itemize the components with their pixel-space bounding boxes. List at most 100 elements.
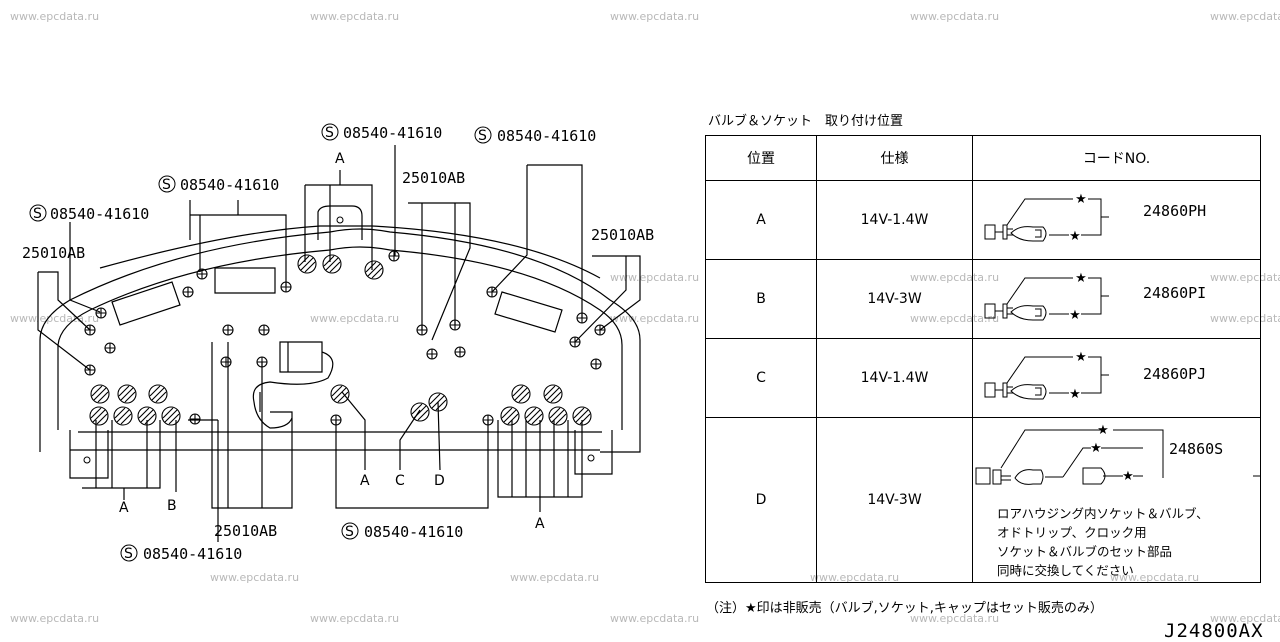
row-code: 24860PJ (1143, 365, 1207, 383)
footnote: （注）★印は非販売（バルブ,ソケット,キャップはセット販売のみ） (706, 601, 1103, 616)
cluster-inner-housing (57, 246, 623, 430)
callout-b: B (167, 498, 177, 514)
row-code-cell: ★ ★ ★ 24860S ロアハウジング内ソケット＆バルブ、 オドトリップ、クロ… (972, 417, 1261, 583)
bulb-socket-icon (117, 384, 137, 404)
row-position: B (705, 259, 817, 339)
screw-icon (220, 356, 232, 368)
screw-code-label: 08540-41610 (180, 176, 279, 194)
bulb-socket-icon (148, 384, 168, 404)
table-row: C 14V-1.4W ★★ 24860PJ (705, 338, 1261, 418)
screw-label-group: S 08540-41610 S 08540-41610 S 08540-4161… (29, 123, 596, 563)
bulb-socket-icon (500, 406, 520, 426)
star-marker: ★ (1069, 308, 1081, 323)
bulb-socket-icon (543, 384, 563, 404)
screw-icon (256, 356, 268, 368)
bulb-socket-icon (137, 406, 157, 426)
table-row: B 14V-3W ★★ 24860PI (705, 259, 1261, 339)
watermark-text: www.epcdata.ru (910, 10, 1000, 23)
screw-icon (449, 319, 461, 331)
watermark-text: www.epcdata.ru (10, 10, 100, 23)
bulb-code-label: 25010AB (591, 226, 654, 244)
screw-icon (426, 348, 438, 360)
watermark-text: www.epcdata.ru (1210, 612, 1280, 625)
screw-symbol: S (33, 206, 42, 222)
screw-symbol: S (162, 177, 171, 193)
screw-code-label: 08540-41610 (343, 124, 442, 142)
screw-icon (104, 342, 116, 354)
bulb-socket-icon (524, 406, 544, 426)
mounting-hole (336, 216, 344, 224)
screw-icon (280, 281, 292, 293)
bulb-socket-icon (113, 406, 133, 426)
watermark-text: www.epcdata.ru (210, 571, 300, 584)
row-spec: 14V-3W (816, 417, 973, 583)
table-row: D 14V-3W ★ ★ ★ 24860S ロア (705, 417, 1261, 583)
watermark-text: www.epcdata.ru (310, 10, 400, 23)
callout-a: A (119, 500, 129, 516)
screw-icon (196, 268, 208, 280)
screw-icon (486, 286, 498, 298)
screw-icon (258, 324, 270, 336)
row-spec: 14V-3W (816, 259, 973, 339)
star-marker: ★ (1075, 350, 1087, 365)
screw-icon (576, 312, 588, 324)
screw-icon (590, 358, 602, 370)
row-code-cell: ★★ 24860PH (972, 180, 1261, 260)
screw-icon (95, 307, 107, 319)
row-spec: 14V-1.4W (816, 338, 973, 418)
row-position: D (705, 417, 817, 583)
watermark-text: www.epcdata.ru (10, 612, 100, 625)
socket-bulb-icon: ★★ (984, 350, 1109, 402)
bulb-code-label: 25010AB (22, 244, 85, 262)
header-code: コードNO. (972, 135, 1261, 181)
screw-symbol: S (325, 125, 334, 141)
bulb-socket-icon (410, 402, 430, 422)
header-position: 位置 (705, 135, 817, 181)
screw-code-label: 08540-41610 (50, 205, 149, 223)
screw-code-label: 08540-41610 (364, 523, 463, 541)
watermark-text: www.epcdata.ru (1210, 10, 1280, 23)
screw-icon (416, 324, 428, 336)
bulb-socket-icon (330, 384, 350, 404)
star-marker: ★ (1075, 271, 1087, 286)
header-spec: 仕様 (816, 135, 973, 181)
watermark-text: www.epcdata.ru (310, 612, 400, 625)
screw-icon (84, 364, 96, 376)
row-spec: 14V-1.4W (816, 180, 973, 260)
callout-a: A (360, 473, 370, 489)
row-code-cell: ★★ 24860PJ (972, 338, 1261, 418)
mounting-hole (83, 456, 91, 464)
screw-icon (569, 336, 581, 348)
row-position: A (705, 180, 817, 260)
screw-icon (189, 413, 201, 425)
screw-code-label: 08540-41610 (497, 127, 596, 145)
star-marker: ★ (1075, 192, 1087, 207)
screw-icon (222, 324, 234, 336)
star-marker: ★ (1122, 469, 1134, 484)
part-code: J24800AX (1164, 620, 1264, 642)
watermark-text: www.epcdata.ru (910, 612, 1000, 625)
row-code: 24860PH (1143, 202, 1207, 220)
watermark-text: www.epcdata.ru (10, 312, 100, 325)
star-marker: ★ (1069, 229, 1081, 244)
watermark-text: www.epcdata.ru (310, 312, 400, 325)
screw-icon (482, 414, 494, 426)
socket-bulb-icon: ★★ (984, 192, 1109, 244)
bulb-socket-icon (572, 406, 592, 426)
row-code: 24860PI (1143, 284, 1207, 302)
bulb-socket-icon (297, 254, 317, 274)
bulb-socket-icon (511, 384, 531, 404)
socket-bulb-set-icon: ★ ★ ★ (975, 423, 1260, 485)
watermark-text: www.epcdata.ru (610, 312, 700, 325)
mounting-hole (587, 454, 595, 462)
callout-a: A (535, 516, 545, 532)
socket-bulb-icon: ★★ (984, 271, 1109, 323)
row-code-cell: ★★ 24860PI (972, 259, 1261, 339)
screw-icon (594, 324, 606, 336)
screw-symbol: S (124, 546, 133, 562)
table-row: A 14V-1.4W ★★ 24860PH (705, 180, 1261, 260)
row-position: C (705, 338, 817, 418)
screw-icon (330, 414, 342, 426)
table-header-row: 位置 仕様 コードNO. (705, 135, 1261, 181)
screw-symbol: S (345, 524, 354, 540)
